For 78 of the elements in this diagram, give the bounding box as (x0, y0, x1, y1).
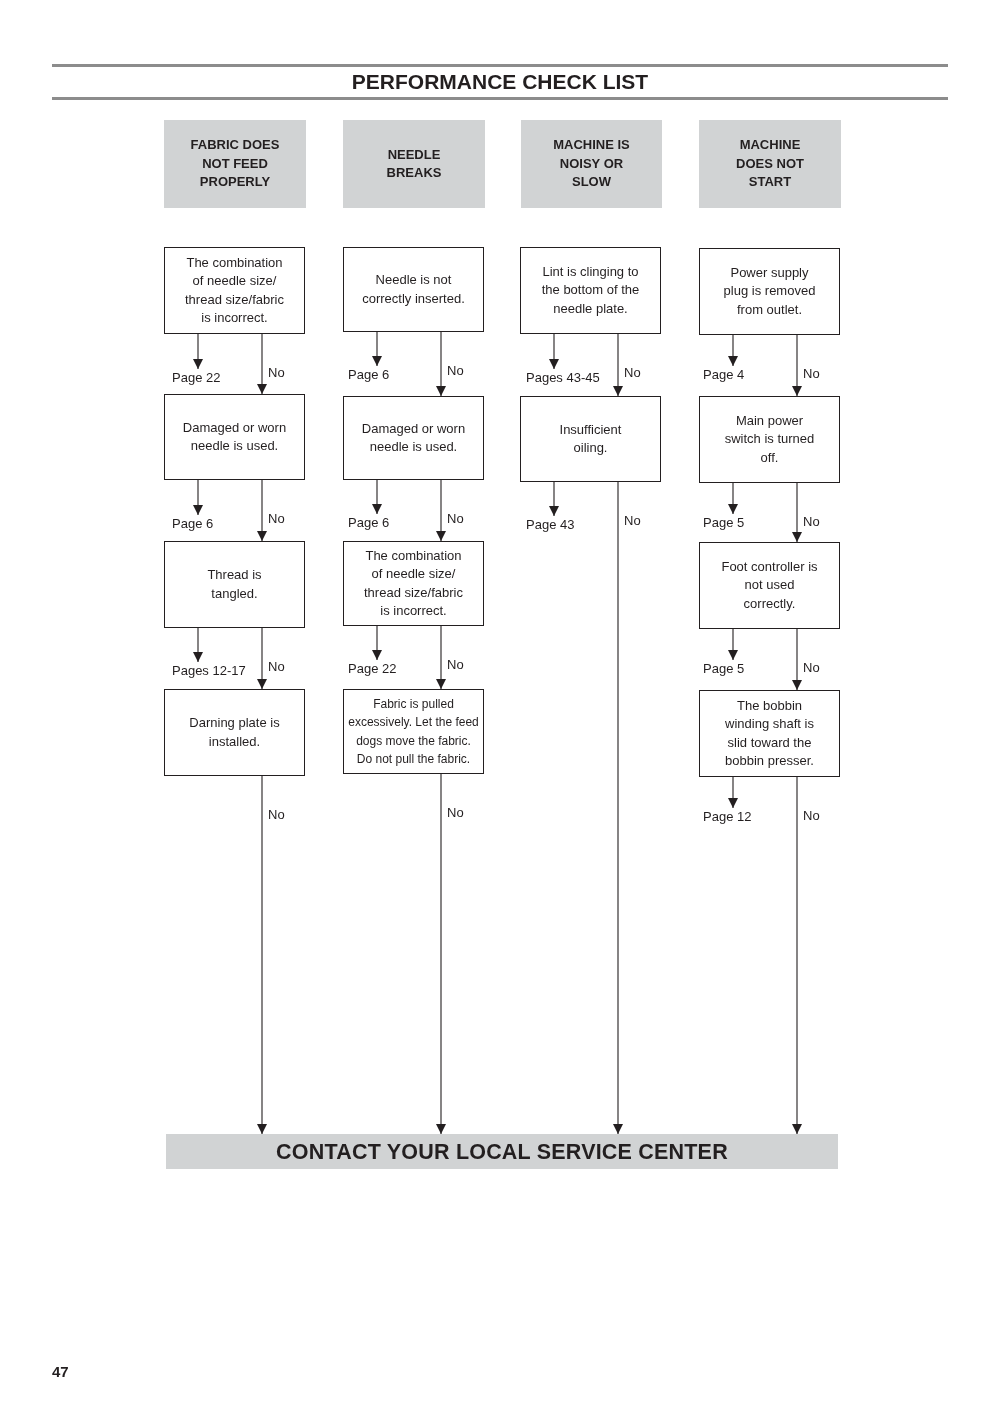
problem-heading-box (343, 120, 485, 208)
cause-box (164, 541, 305, 628)
arrow (792, 482, 802, 543)
cause-text: Damaged or worn needle is used. (360, 419, 467, 456)
cause-text: Insufficient oiling. (558, 420, 623, 457)
cause-box (343, 689, 484, 774)
arrow (549, 481, 559, 517)
arrow (193, 333, 203, 370)
cause-text: Fabric is pulled excessively. Let the feed dogs move the fabric. Do not pull the fabric. (347, 695, 480, 768)
cause-text: Main power switch is turned off. (723, 411, 816, 467)
problem-heading-box (699, 120, 841, 208)
cause-text: The combination of needle size/ thread size/fabric is incorrect. (184, 253, 285, 327)
cause-box (699, 248, 840, 335)
arrow (436, 479, 446, 542)
cause-box (520, 396, 661, 482)
page-title: PERFORMANCE CHECK LIST (351, 69, 649, 95)
page-reference: Page 4 (703, 366, 745, 384)
arrow (372, 479, 382, 515)
page-reference: Page 22 (172, 369, 221, 387)
page-reference: Page 6 (348, 366, 390, 384)
cause-text: Thread is tangled. (206, 566, 263, 603)
cause-text: The bobbin winding shaft is slid toward the bobbin presser. (724, 696, 815, 770)
arrow (372, 331, 382, 367)
action-text: CONTACT YOUR LOCAL SERVICE CENTER (276, 1138, 728, 1165)
problem-heading-text: NEEDLE BREAKS (385, 145, 443, 182)
arrow (436, 625, 446, 690)
arrow (792, 628, 802, 691)
cause-text: Needle is not correctly inserted. (361, 271, 466, 308)
arrow (549, 333, 559, 370)
page-reference: Page 5 (703, 514, 745, 532)
cause-box (343, 247, 484, 332)
arrow (728, 482, 738, 515)
page-reference: Page 12 (703, 808, 752, 826)
page-reference: Page 43 (526, 516, 575, 534)
arrow (257, 479, 267, 542)
arrow (613, 481, 623, 1135)
cause-box (699, 690, 840, 777)
arrow (193, 479, 203, 516)
arrow (728, 776, 738, 809)
arrow (613, 333, 623, 397)
cause-text: Power supply plug is removed from outlet. (722, 263, 817, 319)
cause-text: The combination of needle size/ thread size/fabric is incorrect. (363, 546, 464, 620)
page-reference: Page 6 (172, 515, 214, 533)
problem-heading-text: MACHINE DOES NOT START (735, 136, 805, 192)
arrow (792, 334, 802, 397)
cause-text: Lint is clinging to the bottom of the needle plate. (540, 262, 641, 318)
arrow (257, 333, 267, 395)
arrow (728, 628, 738, 661)
problem-heading-box (164, 120, 306, 208)
cause-box (343, 396, 484, 480)
cause-box (164, 247, 305, 334)
cause-text: Foot controller is not used correctly. (720, 557, 819, 613)
arrow (436, 331, 446, 397)
problem-heading-box (521, 120, 662, 208)
cause-box (164, 394, 305, 480)
arrow (436, 773, 446, 1135)
arrow (372, 625, 382, 661)
arrow (728, 334, 738, 367)
cause-box (343, 541, 484, 626)
arrow (257, 627, 267, 690)
arrow (257, 775, 267, 1135)
arrow (193, 627, 203, 663)
page-reference: Page 5 (703, 660, 745, 678)
cause-text: Damaged or worn needle is used. (181, 418, 288, 455)
page-reference: Pages 43-45 (526, 369, 600, 387)
problem-heading-text: FABRIC DOES NOT FEED PROPERLY (189, 136, 281, 192)
page-reference: Page 6 (348, 514, 390, 532)
action-bar (166, 1134, 838, 1169)
cause-box (699, 396, 840, 483)
cause-box (520, 247, 661, 334)
page-number: 47 (52, 1363, 69, 1381)
problem-heading-text: MACHINE IS NOISY OR SLOW (552, 136, 631, 192)
page-reference: Pages 12-17 (172, 662, 246, 680)
cause-text: Darning plate is installed. (188, 714, 281, 751)
cause-box (699, 542, 840, 629)
cause-box (164, 689, 305, 776)
page-reference: Page 22 (348, 660, 397, 678)
arrow (792, 776, 802, 1135)
